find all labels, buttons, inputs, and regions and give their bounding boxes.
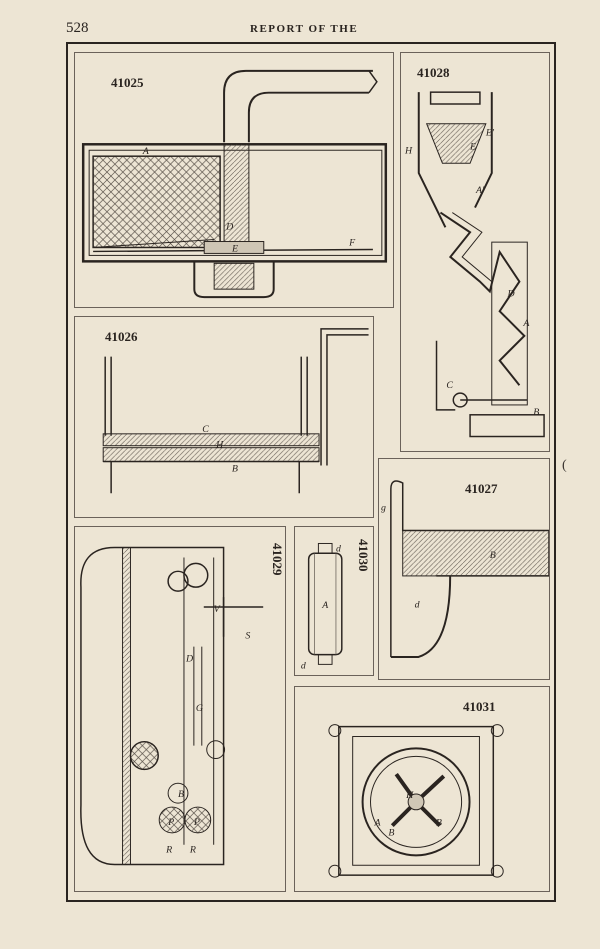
- page-number: 528: [66, 20, 89, 36]
- figure-number: 41026: [105, 329, 138, 344]
- label-D: D: [507, 288, 515, 299]
- label-C: C: [446, 380, 453, 391]
- side-mark: (: [562, 458, 567, 473]
- figure-41026-panel: 41026 C H B: [74, 316, 374, 518]
- label-G: G: [196, 703, 203, 714]
- figure-41028-panel: 41028 H E' E A' D A C B: [400, 52, 550, 452]
- figure-number: 41028: [417, 65, 450, 80]
- label-d: d: [415, 600, 420, 611]
- label-A-prime: A': [475, 185, 485, 196]
- label-H: H: [404, 145, 413, 156]
- label-A: A: [373, 818, 381, 829]
- label-R2: R: [189, 845, 196, 856]
- label-E: E: [231, 243, 238, 254]
- figure-41031-panel: 41031 H A B B: [294, 686, 550, 892]
- label-D: D: [185, 653, 193, 664]
- label-g: g: [381, 503, 386, 514]
- figure-41029-panel: 41029 D S V G B P P R R: [74, 526, 286, 892]
- label-H: H: [215, 440, 224, 451]
- label-C: C: [202, 424, 209, 435]
- running-title: REPORT OF THE: [250, 23, 359, 35]
- label-B: B: [178, 789, 184, 800]
- figure-41028-drawing: H E' E A' D A C B: [404, 91, 545, 438]
- label-B: B: [232, 463, 238, 474]
- label-R1: R: [165, 845, 172, 856]
- label-F: F: [348, 237, 356, 248]
- label-B: B: [533, 407, 539, 418]
- label-B-left: B: [388, 828, 394, 839]
- label-H: H: [405, 790, 414, 801]
- figure-41029-drawing: D S V G B P P R R: [80, 546, 264, 866]
- label-P2: P: [193, 817, 200, 828]
- label-S: S: [245, 631, 250, 642]
- figure-number: 41027: [465, 481, 498, 496]
- label-V: V: [214, 604, 221, 615]
- figure-41030-panel: 41030 d A d: [294, 526, 374, 676]
- engraving-plate: 41025 A D E F: [66, 42, 556, 902]
- label-B-right: B: [436, 818, 442, 829]
- label-P1: P: [167, 817, 174, 828]
- label-A: A: [321, 600, 328, 611]
- label-A: A: [142, 146, 150, 157]
- label-B: B: [490, 550, 496, 561]
- label-A: A: [522, 318, 530, 329]
- figure-41027-drawing: g B d: [381, 480, 549, 658]
- label-E: E: [469, 141, 476, 152]
- figure-number: 41025: [111, 75, 144, 90]
- label-D: D: [225, 222, 233, 233]
- label-d-top: d: [336, 543, 341, 554]
- label-E-prime: E': [485, 128, 495, 139]
- figure-41025-drawing: A D E F: [81, 69, 388, 299]
- figure-41027-panel: 41027 g B d: [378, 458, 550, 680]
- figure-41031-drawing: H A B B: [328, 724, 504, 878]
- figure-41025-panel: 41025 A D E F: [74, 52, 394, 308]
- figure-number: 41031: [463, 699, 496, 714]
- label-d-bottom: d: [301, 660, 306, 671]
- figure-41026-drawing: C H B: [102, 328, 369, 494]
- figure-41030-drawing: d A d: [301, 542, 343, 671]
